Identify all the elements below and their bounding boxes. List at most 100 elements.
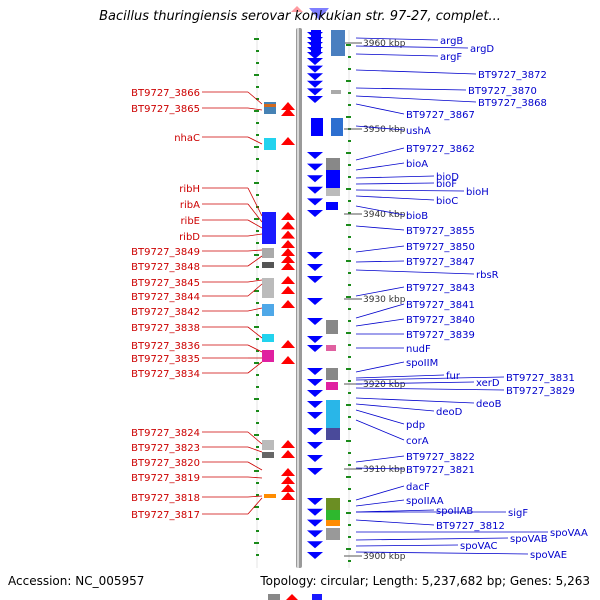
right-tick-mark [346, 404, 351, 406]
forward-gene-arrow [281, 356, 295, 364]
right-gene-label: BT9727_3868 [478, 98, 547, 109]
topology-text: Topology: circular; Length: 5,237,682 bp… [260, 574, 590, 588]
right-gene-label: bioC [436, 196, 458, 207]
forward-gene-arrow [281, 300, 295, 308]
left-tick-mark [256, 230, 259, 232]
left-label-connector [247, 361, 263, 374]
left-tick-mark [256, 314, 259, 316]
right-tick-mark [348, 308, 351, 310]
right-label-leader [355, 467, 405, 470]
reverse-gene-arrow [307, 65, 323, 73]
left-tick-mark [256, 134, 259, 136]
left-tick-mark [256, 122, 259, 124]
left-gene-label: ribD [179, 232, 200, 243]
reverse-gene-feature [326, 510, 340, 520]
left-tick-mark [256, 338, 259, 340]
reverse-gene-arrow [307, 252, 323, 259]
reverse-gene-feature [326, 520, 340, 526]
reverse-gene-arrow [307, 379, 323, 386]
forward-gene-arrow [281, 340, 295, 348]
right-tick-mark [348, 320, 351, 322]
reverse-gene-arrow [307, 401, 323, 408]
right-gene-label: fur [446, 371, 461, 382]
right-tick-mark [348, 200, 351, 202]
left-gene-label: BT9727_3834 [131, 369, 200, 380]
reverse-gene-feature [326, 528, 340, 540]
right-label-leader [355, 387, 505, 391]
right-tick-mark [346, 512, 351, 514]
left-tick-mark [256, 554, 259, 556]
right-label-leader [355, 544, 459, 547]
right-gene-label: argD [470, 44, 494, 55]
right-label-leader [355, 286, 405, 297]
right-gene-label: nudF [406, 344, 431, 355]
right-gene-label: BT9727_3812 [436, 521, 505, 532]
right-label-leader [355, 87, 467, 91]
right-tick-mark [348, 488, 351, 490]
right-gene-label: argF [440, 52, 462, 63]
reverse-gene-arrow [307, 336, 323, 343]
right-label-leader [355, 403, 435, 412]
right-tick-mark [346, 80, 351, 82]
left-gene-label: nhaC [174, 133, 200, 144]
right-tick-mark [346, 116, 351, 118]
forward-gene-feature [262, 304, 274, 316]
bottom-edge-block [312, 594, 322, 600]
forward-gene-arrow [281, 468, 295, 476]
left-tick-mark [254, 182, 259, 184]
left-tick-mark [256, 86, 259, 88]
forward-gene-feature [264, 138, 276, 150]
right-gene-label: deoD [436, 407, 463, 418]
reverse-gene-feature [326, 158, 340, 170]
right-tick-mark [348, 380, 351, 382]
reverse-gene-feature [326, 368, 338, 380]
reverse-gene-feature [326, 498, 340, 510]
left-tick-mark [256, 98, 259, 100]
reverse-gene-arrow [307, 428, 323, 435]
right-tick-mark [348, 344, 351, 346]
right-gene-label: BT9727_3862 [406, 144, 475, 155]
map-title: Bacillus thuringiensis serovar konkukian… [99, 9, 501, 24]
forward-gene-feature [262, 212, 276, 244]
left-gene-label: BT9727_3823 [131, 443, 200, 454]
right-tick-mark [348, 140, 351, 142]
reverse-gene-feature [326, 345, 336, 351]
left-label-connector [247, 344, 263, 353]
left-gene-label: BT9727_3835 [131, 354, 200, 365]
right-tick-mark [348, 92, 351, 94]
right-gene-label: ushA [406, 126, 431, 137]
reverse-gene-arrow [307, 508, 323, 516]
reverse-gene-arrow [307, 412, 323, 419]
forward-gene-arrow [281, 102, 295, 110]
scale-label: 3900 kbp [363, 552, 406, 562]
right-tick-mark [348, 284, 351, 286]
left-tick-mark [254, 146, 259, 148]
right-label-leader [355, 147, 405, 161]
left-label-connector [247, 476, 263, 479]
left-label-connector [247, 326, 263, 339]
right-label-leader [355, 409, 405, 425]
left-gene-label: BT9727_3838 [131, 323, 200, 334]
left-label-connector [247, 495, 263, 498]
forward-gene-feature [262, 350, 274, 362]
forward-gene-feature [262, 278, 274, 298]
right-tick-mark [348, 176, 351, 178]
right-label-leader [355, 361, 405, 373]
right-gene-label: bioB [406, 211, 428, 222]
right-tick-mark [348, 56, 351, 58]
right-gene-label: BT9727_3822 [406, 452, 475, 463]
left-tick-mark [254, 110, 259, 112]
left-tick-mark [256, 194, 259, 196]
left-tick-mark [256, 374, 259, 376]
left-label-connector [247, 307, 263, 312]
reverse-gene-arrow [307, 186, 323, 194]
reverse-gene-arrow [307, 498, 323, 505]
right-gene-label: BT9727_3840 [406, 315, 475, 326]
scale-label: 3910 kbp [363, 465, 406, 475]
right-tick-mark [348, 356, 351, 358]
bottom-edge-feature [268, 594, 280, 600]
left-tick-mark [256, 242, 259, 244]
right-tick-mark [348, 464, 351, 466]
left-label-connector [247, 91, 263, 105]
reverse-gene-arrow [307, 530, 323, 538]
